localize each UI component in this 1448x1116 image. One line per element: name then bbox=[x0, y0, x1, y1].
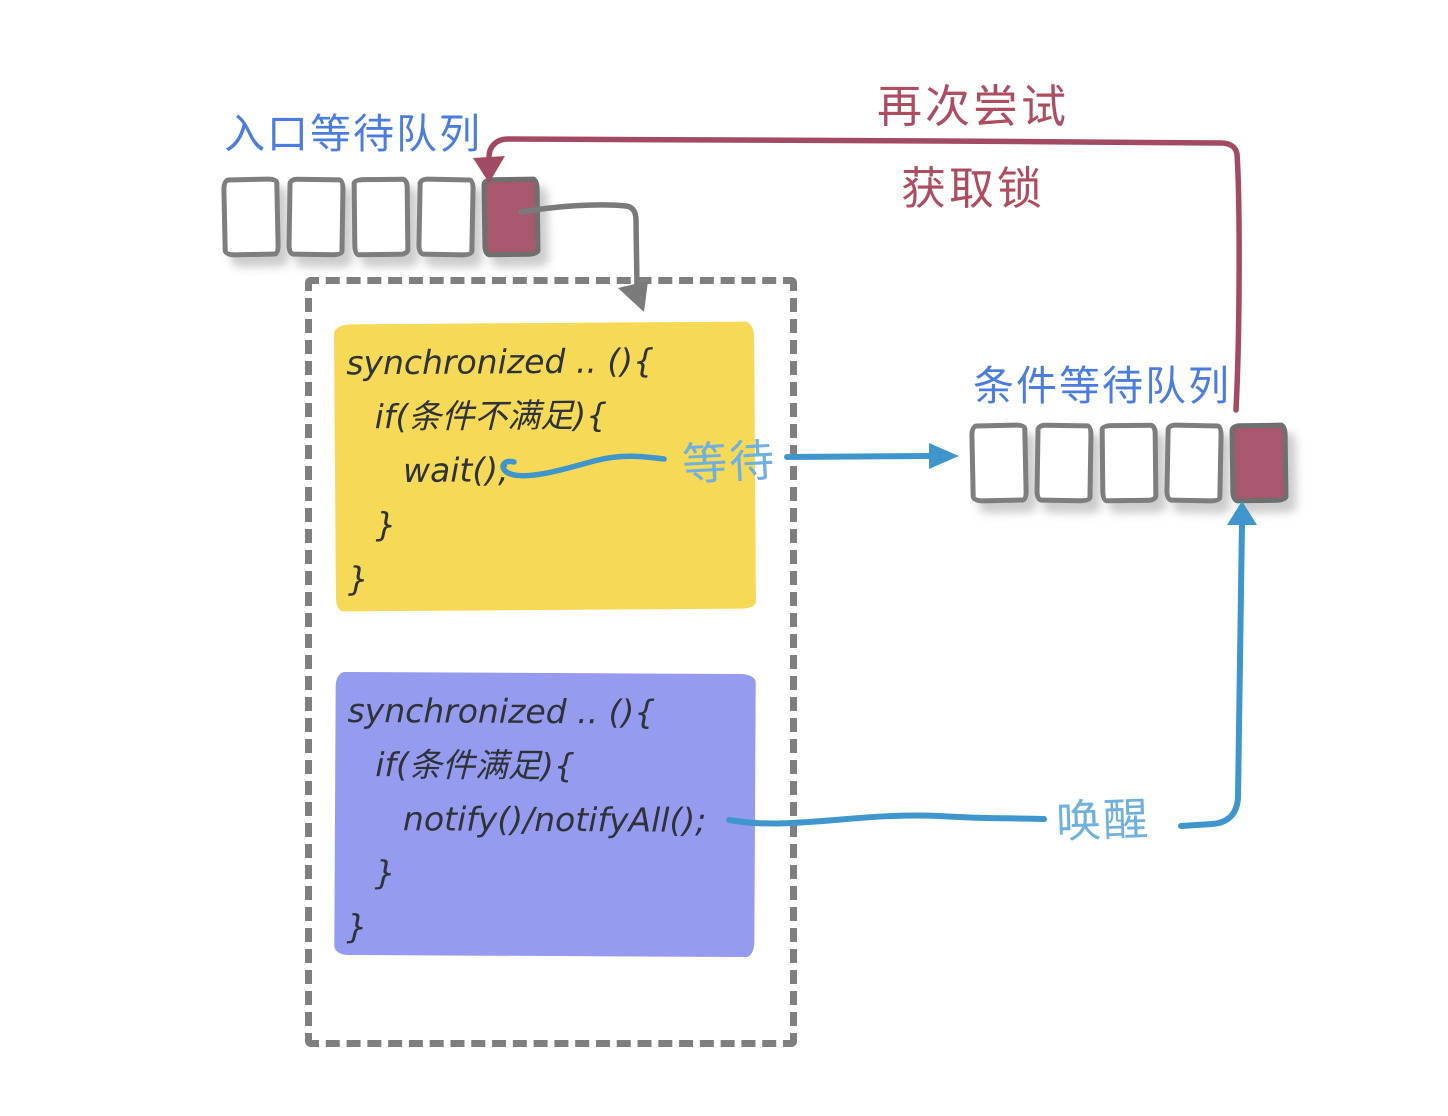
code-line: } bbox=[374, 853, 396, 893]
notify-code-block: synchronized .. (){ if(条件满足){ notify()/n… bbox=[334, 671, 756, 958]
condition-queue-label: 条件等待队列 bbox=[973, 362, 1231, 410]
queue-cell-empty bbox=[221, 176, 281, 258]
retry-lock-label-line2: 获取锁 bbox=[900, 162, 1045, 215]
entry-wait-queue bbox=[221, 176, 541, 258]
entry-queue-label: 入口等待队列 bbox=[224, 110, 482, 158]
queue-cell-empty bbox=[286, 176, 346, 258]
code-line: } bbox=[375, 505, 397, 545]
queue-cell-empty bbox=[1099, 422, 1159, 504]
queue-cell-empty bbox=[351, 176, 411, 258]
code-line: } bbox=[347, 559, 369, 599]
queue-cell-empty bbox=[416, 176, 476, 258]
queue-cell-empty bbox=[1034, 422, 1094, 504]
queue-cell-empty bbox=[1164, 422, 1224, 504]
retry-lock-label-line1: 再次尝试 bbox=[876, 80, 1069, 133]
wait-arrow bbox=[784, 443, 959, 469]
queue-cell-occupied bbox=[481, 176, 541, 258]
code-line: synchronized .. (){ bbox=[347, 690, 656, 732]
queue-cell-occupied bbox=[1229, 422, 1289, 504]
code-line: } bbox=[346, 906, 368, 947]
retry-lock-label: 再次尝试 获取锁 bbox=[848, 66, 1098, 230]
wake-annotation: 唤醒 bbox=[1055, 792, 1152, 849]
queue-cell-empty bbox=[969, 422, 1029, 504]
wake-arrow bbox=[1178, 501, 1257, 829]
code-line: synchronized .. (){ bbox=[346, 341, 655, 383]
code-line: notify()/notifyAll(); bbox=[402, 799, 707, 840]
code-line: if(条件满足){ bbox=[375, 745, 575, 786]
condition-wait-queue bbox=[969, 422, 1289, 504]
wait-annotation: 等待 bbox=[680, 433, 778, 492]
